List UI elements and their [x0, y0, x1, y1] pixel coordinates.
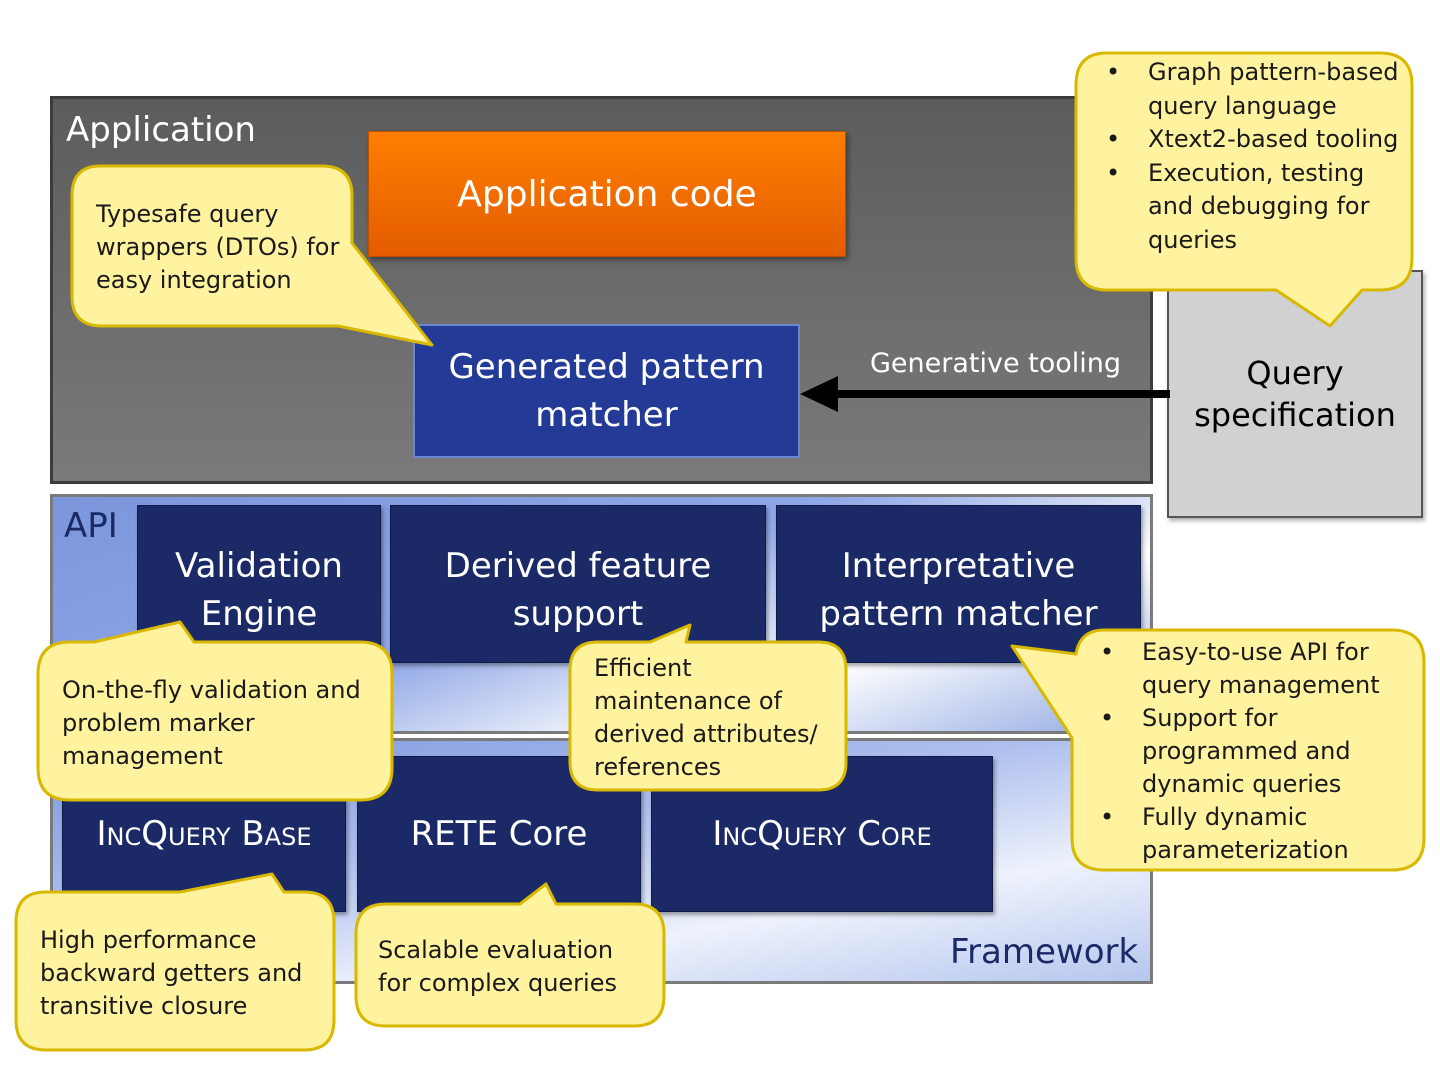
- api-callout: Easy-to-use API for query management Sup…: [1096, 636, 1406, 867]
- api-bullet-1: Easy-to-use API for query management: [1096, 636, 1406, 702]
- incquery-core-label: IncQuery Core: [712, 814, 932, 854]
- rete-callout: Scalable evaluation for complex queries: [378, 936, 617, 997]
- validation-callout: On-the-fly validation and problem marker…: [62, 676, 361, 770]
- application-code-box: Application code: [368, 131, 846, 257]
- api-bullet-2: Support for programmed and dynamic queri…: [1096, 702, 1406, 801]
- generative-tooling-arrow: [800, 376, 1170, 412]
- query-specification-box: Query specification: [1167, 270, 1423, 518]
- query-language-callout: Graph pattern-based query language Xtext…: [1102, 56, 1402, 257]
- validation-engine-box: Validation Engine: [137, 505, 381, 663]
- rete-callout-shape: [354, 882, 666, 1028]
- validation-callout-shape: [36, 620, 394, 802]
- base-callout-shape: [14, 872, 336, 1052]
- derived-feature-support-box: Derived feature support: [390, 505, 766, 663]
- query-language-bullet-3: Execution, testing and debugging for que…: [1102, 157, 1402, 258]
- query-language-bullet-2: Xtext2-based tooling: [1102, 123, 1402, 157]
- application-layer-label: Application: [66, 110, 256, 150]
- incquery-base-label: IncQuery Base: [96, 814, 312, 854]
- derived-callout-shape: [568, 623, 848, 792]
- generated-pattern-matcher-box: Generated pattern matcher: [413, 324, 800, 458]
- interpretative-pattern-matcher-box: Interpretative pattern matcher: [776, 505, 1141, 663]
- api-bullet-3: Fully dynamic parameterization: [1096, 801, 1406, 867]
- derived-callout: Efficient maintenance of derived attribu…: [594, 654, 818, 781]
- generative-tooling-label: Generative tooling: [870, 348, 1122, 379]
- dtos-callout: Typesafe query wrappers (DTOs) for easy …: [96, 200, 340, 294]
- base-callout: High performance backward getters and tr…: [40, 926, 303, 1020]
- dtos-callout-shape: [70, 164, 434, 347]
- rete-core-box: RETE Core: [357, 756, 641, 912]
- api-layer-label: API: [64, 506, 118, 546]
- query-language-bullet-1: Graph pattern-based query language: [1102, 56, 1402, 123]
- framework-layer-label: Framework: [950, 932, 1139, 972]
